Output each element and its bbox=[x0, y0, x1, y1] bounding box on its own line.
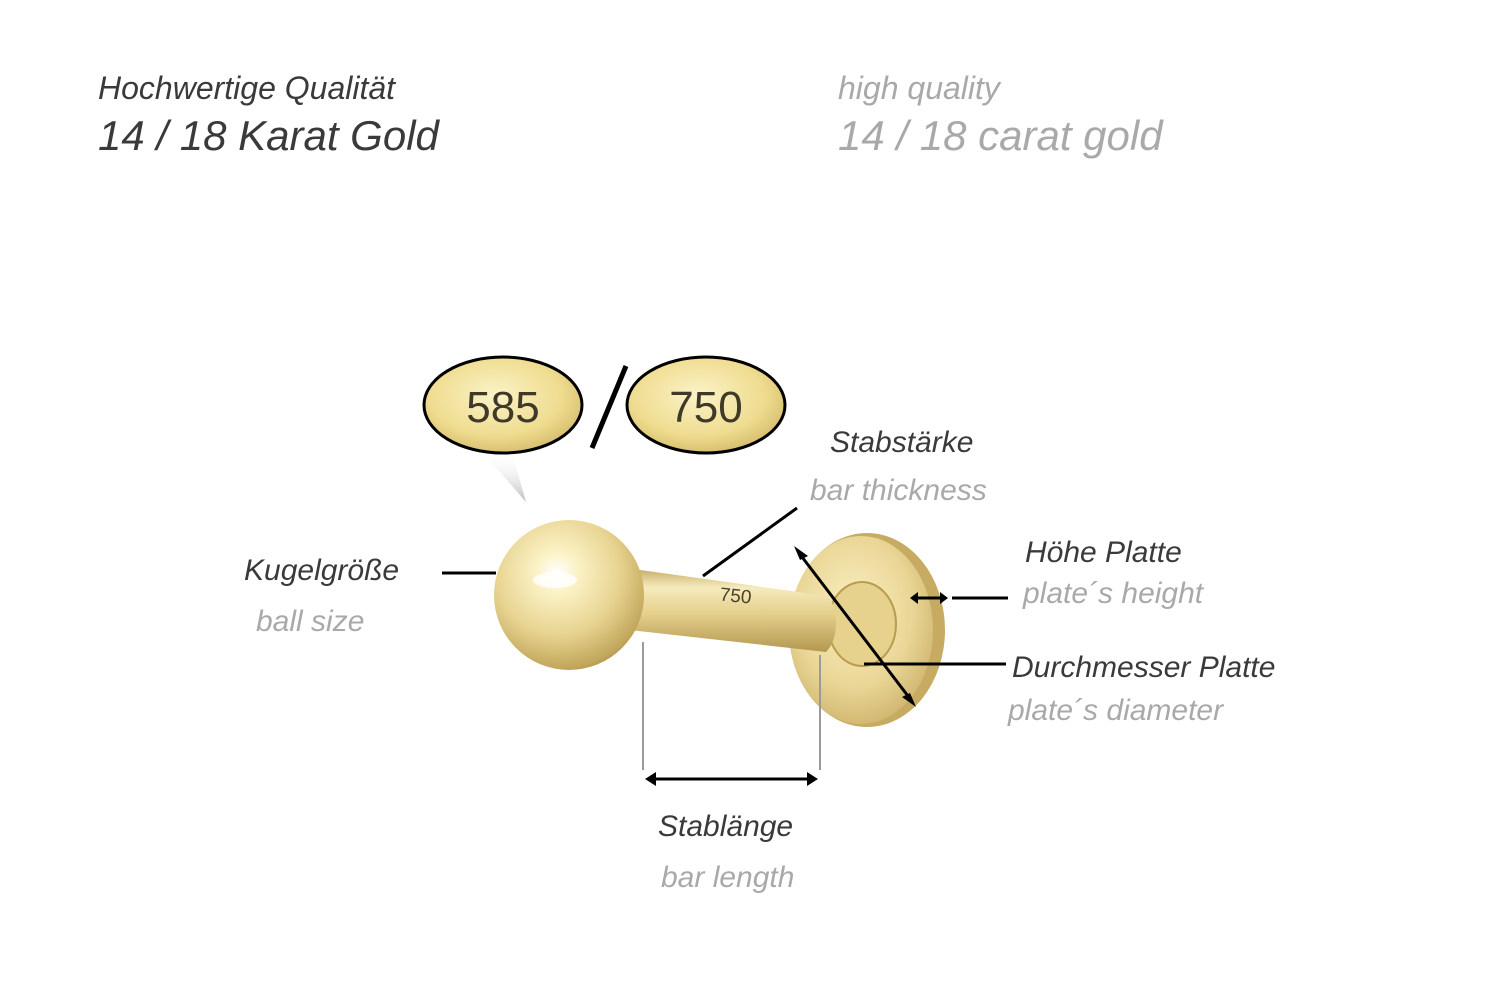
hallmark-separator bbox=[589, 365, 629, 449]
hallmark-750-text: 750 bbox=[669, 383, 742, 432]
bar-thickness-label-en: bar thickness bbox=[810, 474, 987, 507]
header-de-quality: Hochwertige Qualität bbox=[98, 70, 396, 106]
plate-height-arrowhead-right bbox=[940, 592, 948, 604]
header-de-karat: 14 / 18 Karat Gold bbox=[98, 112, 439, 159]
plate-diameter-arrowhead-top bbox=[794, 546, 808, 560]
hallmark-585-oval bbox=[422, 355, 584, 455]
hallmark-585-text: 585 bbox=[466, 383, 539, 432]
plate-diameter-arrow bbox=[797, 552, 913, 701]
ball-size-label-en: ball size bbox=[256, 605, 365, 638]
bar-length-arrowhead-left bbox=[645, 772, 656, 786]
hallmark-750-oval bbox=[625, 355, 787, 455]
bar-engraving: 750 bbox=[719, 584, 753, 608]
bar bbox=[612, 566, 837, 652]
bar-length-arrowhead-right bbox=[807, 772, 818, 786]
bar-thickness-leader bbox=[702, 506, 798, 578]
header-en-karat: 14 / 18 carat gold bbox=[838, 112, 1163, 159]
bar-thickness-label-de: Stabstärke bbox=[830, 426, 974, 459]
plate-height-label-en: plate´s height bbox=[1023, 577, 1204, 610]
bar-length-label-en: bar length bbox=[661, 861, 795, 894]
hallmark-pointer bbox=[485, 452, 526, 502]
ball bbox=[494, 520, 644, 670]
bar-length-label-de: Stablänge bbox=[658, 810, 794, 843]
ball-size-label-de: Kugelgröße bbox=[244, 554, 400, 587]
plate-diameter-label-en: plate´s diameter bbox=[1008, 694, 1224, 727]
ball-highlight bbox=[533, 572, 577, 588]
header-en-quality: high quality bbox=[838, 70, 1000, 106]
plate-height-arrowhead-left bbox=[910, 592, 918, 604]
plate-hub bbox=[827, 581, 897, 667]
plate-diameter-label-de: Durchmesser Platte bbox=[1012, 651, 1276, 684]
plate-height-label-de: Höhe Platte bbox=[1025, 536, 1182, 569]
plate-diameter-arrowhead-bottom bbox=[902, 693, 916, 707]
